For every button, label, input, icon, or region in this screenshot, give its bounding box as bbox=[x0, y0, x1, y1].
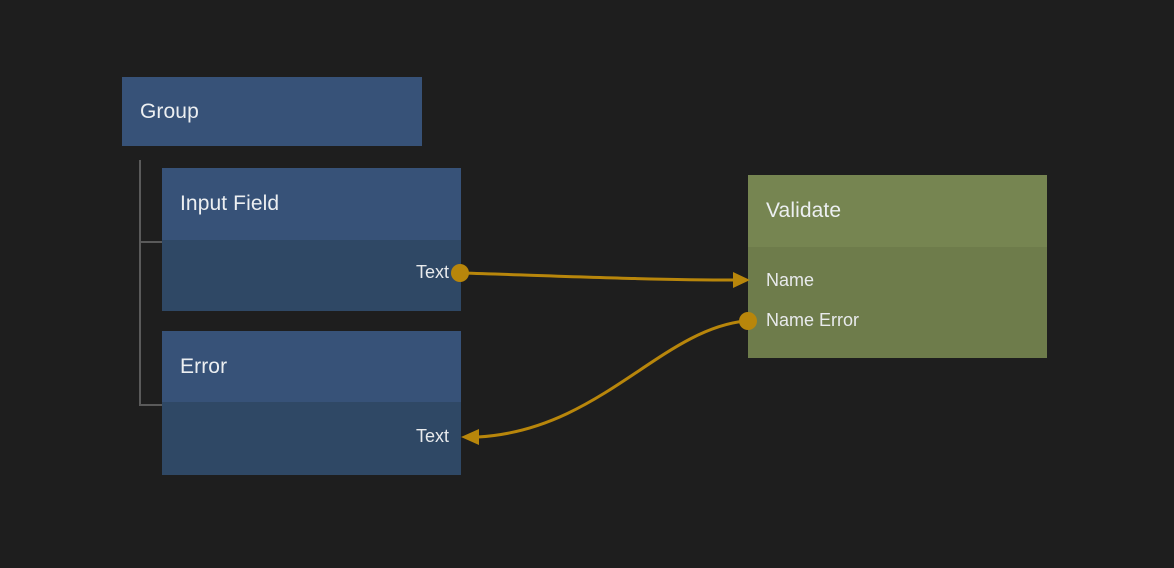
port-error-text[interactable]: Text bbox=[416, 426, 449, 447]
node-input-field[interactable]: Input Field Text bbox=[162, 168, 461, 311]
node-error-title: Error bbox=[162, 331, 461, 402]
port-label: Text bbox=[415, 426, 449, 446]
node-input-field-body: Text bbox=[162, 240, 461, 311]
node-validate-body: Name Name Error bbox=[748, 247, 1047, 358]
node-input-field-title: Input Field bbox=[162, 168, 461, 240]
node-validate-title: Validate bbox=[748, 175, 1047, 247]
port-label: Name bbox=[766, 270, 815, 290]
node-error-body: Text bbox=[162, 402, 461, 475]
port-label: Text bbox=[415, 262, 449, 282]
port-label: Name Error bbox=[766, 310, 860, 330]
node-group-title: Group bbox=[122, 77, 422, 146]
node-group[interactable]: Group bbox=[122, 77, 422, 146]
node-validate[interactable]: Validate Name Name Error bbox=[748, 175, 1047, 358]
port-validate-name[interactable]: Name bbox=[766, 270, 814, 291]
port-validate-name-error[interactable]: Name Error bbox=[766, 310, 859, 331]
node-error[interactable]: Error Text bbox=[162, 331, 461, 475]
port-input-field-text[interactable]: Text bbox=[416, 262, 449, 283]
